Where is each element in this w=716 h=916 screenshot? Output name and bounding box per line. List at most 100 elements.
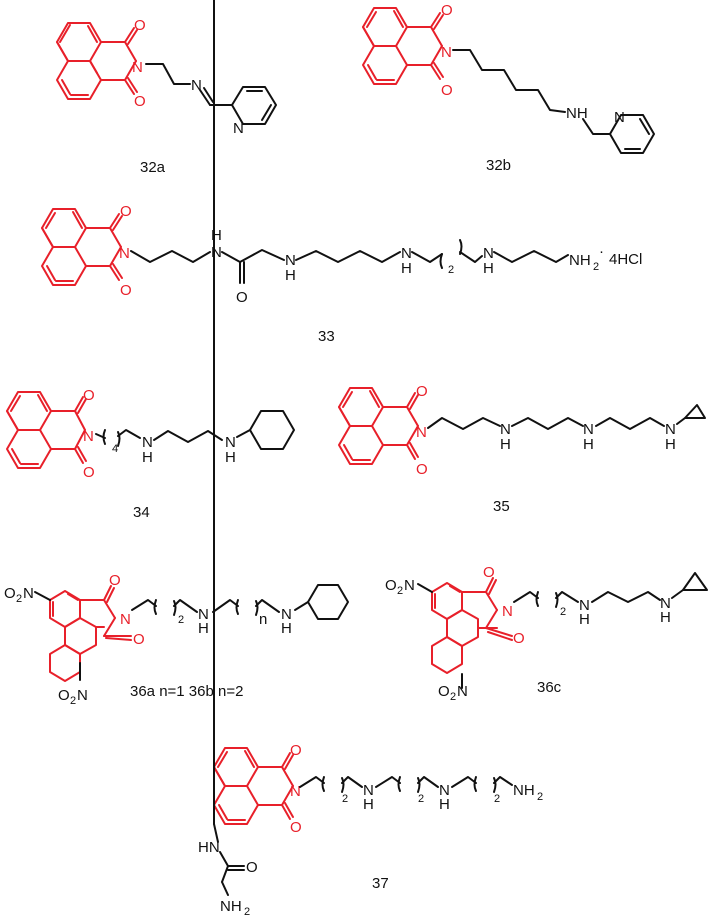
nitro-group: O — [438, 683, 450, 700]
compound-35: O O N N H N H N H 35 — [338, 383, 706, 515]
subscript: 2 — [16, 593, 22, 605]
atom-n-nitro: N — [23, 585, 34, 602]
atom-o: O — [513, 630, 525, 647]
atom-nh: NH — [566, 105, 588, 122]
nitro-group: O — [58, 687, 70, 704]
compound-label: 36c — [537, 679, 562, 696]
compound-34: O O N 4 N H N H 34 — [6, 387, 295, 521]
compound-36c: O O N O 2 N 2 N H N H O 2 N 36c — [385, 564, 708, 703]
atom-n: N — [83, 428, 94, 445]
subscript: 2 — [450, 691, 456, 703]
atom-h: H — [198, 620, 209, 637]
atom-h: H — [225, 449, 236, 466]
atom-h: H — [363, 796, 374, 813]
atom-n: N — [191, 77, 202, 94]
atom-o: O — [290, 742, 302, 759]
atom-o-carbonyl: O — [236, 289, 248, 306]
atom-o-carbonyl: O — [246, 859, 258, 876]
compound-label: 32a — [140, 159, 166, 176]
compound-label: 32b — [486, 157, 511, 174]
atom-o: O — [290, 819, 302, 836]
repeat-subscript: 2 — [560, 606, 566, 618]
atom-n: N — [285, 252, 296, 269]
atom-h: H — [285, 267, 296, 284]
subscript: 2 — [244, 906, 250, 916]
atom-h: H — [665, 436, 676, 453]
salt-label: 4HCl — [609, 251, 642, 268]
atom-n: N — [281, 606, 292, 623]
atom-o: O — [120, 282, 132, 299]
nitro-group: O — [4, 585, 16, 602]
atom-n: N — [502, 603, 513, 620]
compound-37: O O N 2 N H 2 N H 2 NH 2 — [198, 0, 543, 916]
atom-n: N — [132, 59, 143, 76]
compound-label: 36a n=1 36b n=2 — [130, 683, 243, 700]
atom-n-nitro: N — [77, 687, 88, 704]
repeat-subscript: 2 — [342, 793, 348, 805]
atom-n-nitro: N — [404, 577, 415, 594]
atom-h: H — [579, 611, 590, 628]
atom-n: N — [363, 782, 374, 799]
atom-h: H — [281, 620, 292, 637]
atom-n: N — [416, 424, 427, 441]
atom-n: N — [401, 245, 412, 262]
atom-n: N — [583, 421, 594, 438]
nitro-group: O — [385, 577, 397, 594]
atom-n: N — [198, 606, 209, 623]
atom-o: O — [134, 93, 146, 110]
atom-hn-amide: HN — [198, 839, 220, 856]
atom-n: N — [225, 434, 236, 451]
atom-h: H — [439, 796, 450, 813]
subscript: 2 — [397, 585, 403, 597]
atom-n: N — [119, 245, 130, 262]
atom-o: O — [83, 464, 95, 481]
subscript: 2 — [593, 261, 599, 273]
compound-36ab: O O N O 2 N 2 N H n N H O 2 N 36a n=1 36… — [4, 572, 349, 707]
atom-o: O — [120, 203, 132, 220]
atom-n-amide: N — [211, 244, 222, 261]
atom-h: H — [401, 260, 412, 277]
atom-o: O — [416, 383, 428, 400]
atom-n-pyridine: N — [614, 109, 625, 126]
atom-h: H — [660, 609, 671, 626]
atom-o: O — [134, 17, 146, 34]
compound-label: 37 — [372, 875, 389, 892]
atom-n: N — [142, 434, 153, 451]
salt-dot: · — [599, 243, 604, 260]
atom-n: N — [660, 595, 671, 612]
repeat-subscript: 2 — [178, 614, 184, 626]
subscript: 2 — [537, 791, 543, 803]
atom-nh2: NH — [513, 782, 535, 799]
atom-n: N — [439, 782, 450, 799]
subscript: 2 — [70, 695, 76, 707]
repeat-subscript: 2 — [448, 264, 454, 276]
compound-33: O O N H N O N H N H 2 N H NH 2 · 4HCl 33 — [41, 203, 642, 345]
atom-n: N — [441, 44, 452, 61]
atom-h: H — [500, 436, 511, 453]
atom-n: N — [483, 245, 494, 262]
atom-n: N — [579, 597, 590, 614]
repeat-subscript: 4 — [112, 443, 118, 455]
atom-o: O — [441, 2, 453, 19]
compound-label: 33 — [318, 328, 335, 345]
atom-h: H — [483, 260, 494, 277]
repeat-subscript: 2 — [418, 793, 424, 805]
atom-n-pyridine: N — [233, 120, 244, 137]
atom-n-nitro: N — [457, 683, 468, 700]
compound-32b: O O N NH N 32b — [362, 2, 655, 174]
atom-n: N — [290, 783, 301, 800]
atom-o: O — [83, 387, 95, 404]
atom-h: H — [211, 227, 222, 244]
atom-nh2: NH — [569, 252, 591, 269]
compound-label: 35 — [493, 498, 510, 515]
repeat-subscript-n: n — [259, 611, 267, 628]
atom-o: O — [441, 82, 453, 99]
repeat-subscript: 2 — [494, 793, 500, 805]
atom-n: N — [665, 421, 676, 438]
atom-o: O — [483, 564, 495, 581]
atom-o: O — [416, 461, 428, 478]
atom-nh2: NH — [220, 898, 242, 915]
naphthalimide-core — [56, 22, 138, 100]
compound-label: 34 — [133, 504, 150, 521]
